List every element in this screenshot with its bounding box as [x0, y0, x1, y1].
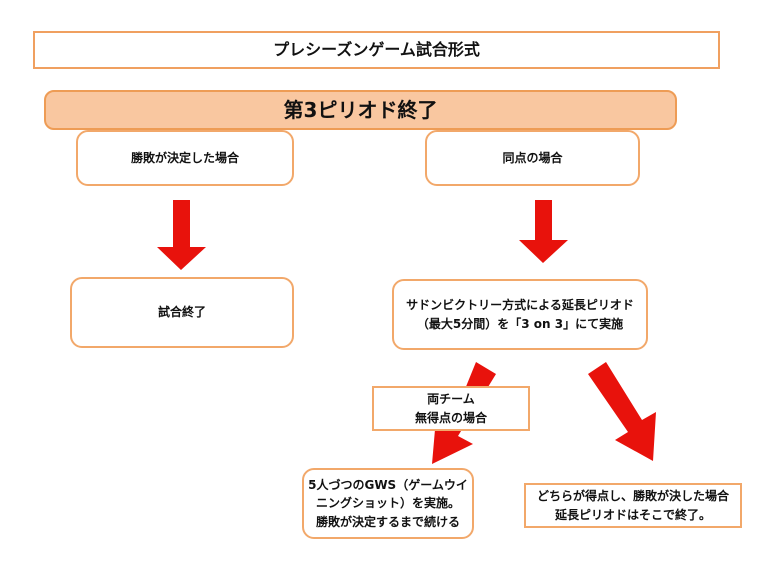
both-scoreless-text: 両チーム 無得点の場合 — [414, 391, 487, 425]
decided-box: 勝敗が決定した場合 — [76, 130, 294, 186]
gws-box: 5人づつのGWS（ゲームウイ ニングショット）を実施。 勝敗が決定するまで続ける — [302, 468, 474, 539]
arrow-down-right — [519, 200, 568, 263]
sudden-victory-text: サドンビクトリー方式による延長ピリオド （最大5分間）を「3 on 3」にて実施 — [406, 297, 634, 331]
either-scored-box: どちらが得点し、勝敗が決した場合 延長ピリオドはそこで終了。 — [524, 483, 742, 528]
arrow-diagonal-right — [588, 362, 656, 461]
either-scored-text: どちらが得点し、勝敗が決した場合 延長ピリオドはそこで終了。 — [536, 488, 729, 522]
tied-text: 同点の場合 — [502, 150, 563, 165]
game-over-text: 試合終了 — [157, 305, 206, 320]
decided-text: 勝敗が決定した場合 — [130, 150, 239, 165]
arrow-down-left — [157, 200, 206, 270]
diagram-title: プレシーズンゲーム試合形式 — [33, 31, 720, 69]
diagram-title-text: プレシーズンゲーム試合形式 — [273, 39, 480, 59]
both-scoreless-box: 両チーム 無得点の場合 — [372, 386, 530, 431]
tied-box: 同点の場合 — [425, 130, 640, 186]
period-end-header-text: 第3ピリオド終了 — [283, 97, 438, 122]
gws-text: 5人づつのGWS（ゲームウイ ニングショット）を実施。 勝敗が決定するまで続ける — [308, 477, 468, 529]
sudden-victory-box: サドンビクトリー方式による延長ピリオド （最大5分間）を「3 on 3」にて実施 — [392, 279, 648, 350]
period-end-header: 第3ピリオド終了 — [44, 90, 677, 130]
game-over-box: 試合終了 — [70, 277, 294, 348]
